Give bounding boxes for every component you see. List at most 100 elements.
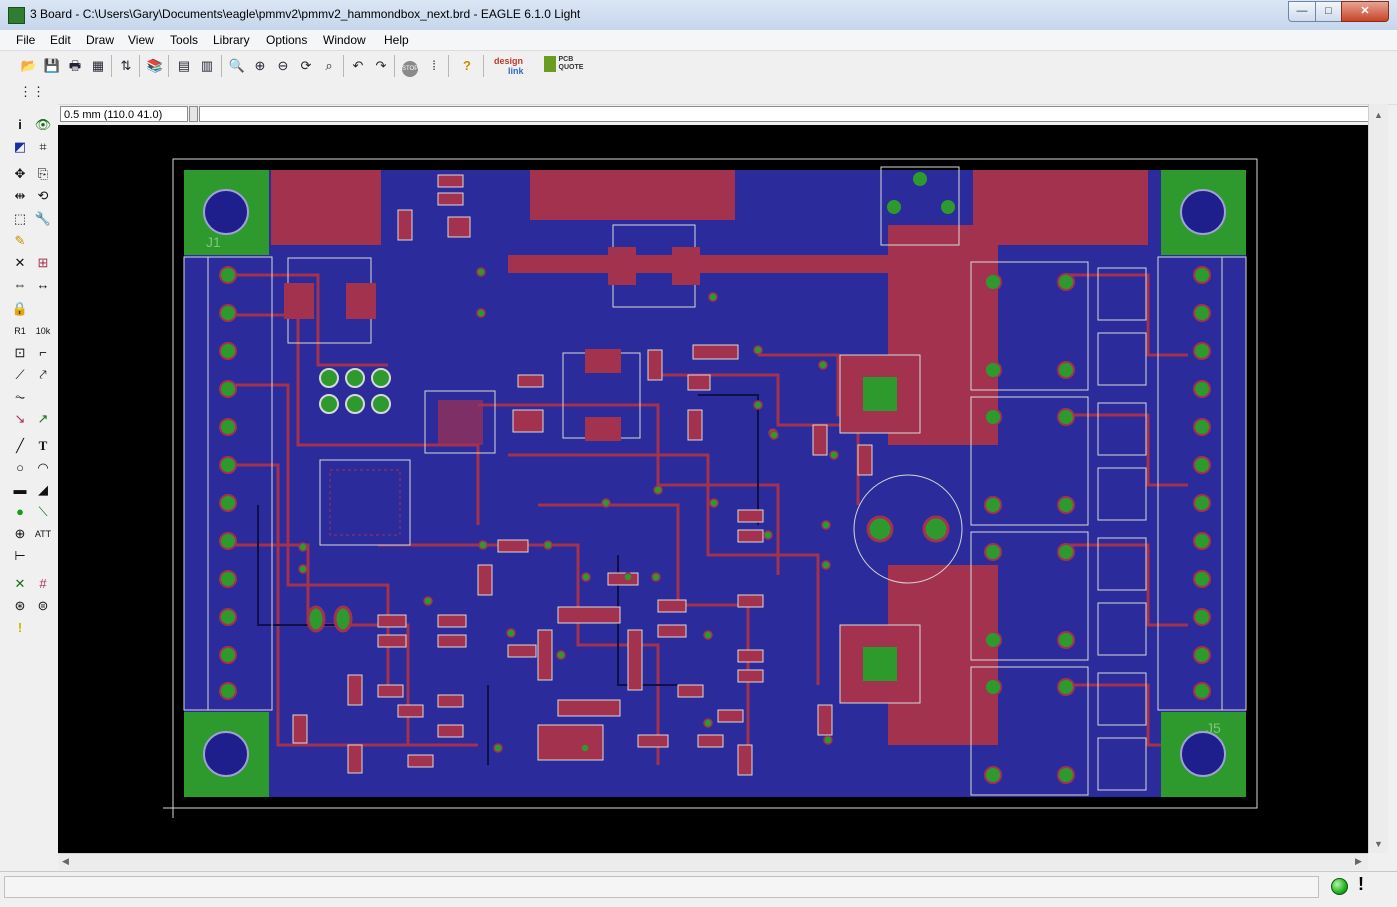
undo-icon[interactable]: ↶: [352, 58, 364, 73]
dimension-icon[interactable]: ⊢: [14, 548, 26, 563]
wire-icon[interactable]: ╱: [16, 438, 24, 453]
minimize-button[interactable]: —: [1288, 1, 1316, 22]
show-icon[interactable]: 👁: [34, 117, 52, 132]
pcb-quote-logo[interactable]: PCB QUOTE: [544, 56, 583, 72]
menu-library[interactable]: Library: [213, 33, 250, 47]
coordinate-display: 0.5 mm (110.0 41.0): [60, 106, 188, 122]
circle-icon[interactable]: ○: [16, 460, 24, 475]
via-icon[interactable]: ●: [16, 504, 24, 519]
menu-draw[interactable]: Draw: [86, 33, 115, 47]
vertical-scrollbar[interactable]: ▲ ▼: [1368, 104, 1388, 853]
board-canvas[interactable]: J1 J5: [58, 125, 1368, 853]
copy-icon[interactable]: ⎘: [37, 166, 49, 181]
menu-tools[interactable]: Tools: [170, 33, 199, 47]
cam-icon[interactable]: ▦: [91, 58, 105, 73]
stop-icon[interactable]: STOP: [400, 56, 420, 77]
help-icon[interactable]: ?: [463, 58, 471, 73]
connector-label-j1: J1: [206, 234, 221, 250]
top-copper-zone-bridge: [530, 170, 735, 220]
text-icon[interactable]: T: [38, 438, 48, 453]
menu-file[interactable]: File: [16, 33, 36, 47]
route-icon[interactable]: ↘: [14, 411, 26, 426]
drc-icon[interactable]: ⊜: [37, 598, 49, 613]
zoom-redraw-icon[interactable]: ⟳: [300, 58, 312, 73]
board-switch-icon[interactable]: ⇅: [120, 58, 132, 73]
mirror-icon[interactable]: ⇹: [14, 188, 26, 203]
change-icon[interactable]: 🔧: [34, 211, 52, 226]
zoom-in-icon[interactable]: ⊕: [254, 58, 266, 73]
auto-icon[interactable]: #: [39, 576, 47, 591]
stop-status-icon[interactable]: !: [1358, 874, 1364, 894]
smash-icon[interactable]: R1: [14, 326, 26, 336]
polygon-icon[interactable]: ◢: [38, 482, 48, 497]
maximize-button[interactable]: □: [1315, 1, 1342, 22]
info-icon[interactable]: i: [18, 117, 22, 132]
rectangle-icon[interactable]: ▬: [13, 482, 27, 497]
power-switch-blocks: [970, 261, 1089, 796]
miter-icon[interactable]: ⊡: [14, 345, 26, 360]
delete-icon[interactable]: ✕: [14, 255, 26, 270]
errors-icon[interactable]: !: [17, 620, 23, 635]
hole-icon[interactable]: ⊕: [14, 526, 26, 541]
menu-options[interactable]: Options: [266, 33, 308, 47]
driver-ic-2: [839, 624, 921, 704]
group-icon[interactable]: ⬚: [13, 211, 27, 226]
coordinate-display-dropdown[interactable]: [189, 106, 198, 122]
zoom-select-icon[interactable]: ⌕: [325, 58, 333, 73]
designlink-logo[interactable]: design link: [494, 56, 524, 76]
library-icon[interactable]: 📚: [146, 58, 164, 73]
close-button[interactable]: ✕: [1341, 1, 1389, 22]
capacitor-column: [1097, 267, 1147, 791]
add-icon[interactable]: ⊞: [37, 255, 49, 270]
scroll-left-icon[interactable]: ◀: [62, 856, 69, 866]
zoom-out-icon[interactable]: ⊖: [277, 58, 289, 73]
meander-icon[interactable]: ⤤: [39, 367, 47, 382]
print-icon[interactable]: 🖶: [68, 58, 82, 73]
script-icon[interactable]: ▤: [177, 58, 191, 73]
voltage-regulator: [562, 349, 641, 441]
power-switch-pads: [984, 273, 1075, 784]
microcontroller: [319, 459, 411, 546]
save-icon[interactable]: 💾: [43, 58, 61, 73]
status-bar: [0, 871, 1397, 902]
lock-icon[interactable]: 🔒: [11, 301, 29, 316]
optimize-icon[interactable]: ⟋: [15, 367, 25, 382]
signal-icon[interactable]: ⟍: [38, 504, 48, 519]
move-icon[interactable]: ✥: [14, 166, 26, 181]
ripup-icon[interactable]: ↗: [37, 411, 49, 426]
grid-icon[interactable]: ⋮⋮: [19, 84, 45, 99]
open-icon[interactable]: 📂: [20, 58, 38, 73]
electrolytic-capacitor: [853, 474, 963, 584]
menu-edit[interactable]: Edit: [50, 33, 71, 47]
arc-icon[interactable]: ◠: [37, 460, 49, 475]
scroll-right-icon[interactable]: ▶: [1355, 856, 1362, 866]
title-bar: 3 Board - C:\Users\Gary\Documents\eagle\…: [0, 0, 1397, 31]
command-line-input[interactable]: [199, 106, 1387, 122]
paste-icon[interactable]: ✎: [14, 233, 26, 248]
split-wire-icon[interactable]: ⌐: [39, 345, 47, 360]
horizontal-scrollbar[interactable]: ◀ ▶: [58, 853, 1368, 870]
attribute-icon[interactable]: ATT: [34, 529, 52, 539]
display-icon[interactable]: ◩: [13, 139, 27, 154]
redo-icon[interactable]: ↷: [375, 58, 387, 73]
rotate-icon[interactable]: ⟲: [37, 188, 49, 203]
name-icon[interactable]: ⇔: [13, 277, 27, 292]
zoom-fit-icon[interactable]: 🔍: [228, 58, 246, 73]
menu-window[interactable]: Window: [323, 33, 366, 47]
go-icon[interactable]: ⁞: [432, 58, 436, 73]
erc-icon[interactable]: ⊛: [14, 598, 26, 613]
menu-help[interactable]: Help: [384, 33, 409, 47]
menu-view[interactable]: View: [128, 33, 154, 47]
run-icon[interactable]: ▥: [200, 58, 214, 73]
top-copper-bus-right: [888, 225, 998, 325]
ratsnest-icon[interactable]: ✕: [14, 576, 26, 591]
split-icon[interactable]: 10k: [35, 326, 51, 336]
scroll-down-icon[interactable]: ▼: [1374, 839, 1383, 849]
mark-icon[interactable]: ⌗: [39, 139, 47, 154]
status-message: [4, 876, 1319, 898]
wave-icon[interactable]: ⏦: [14, 389, 26, 404]
value-icon[interactable]: ↔: [36, 277, 50, 292]
go-status-icon[interactable]: [1331, 878, 1348, 895]
scroll-up-icon[interactable]: ▲: [1374, 110, 1383, 120]
eagle-app-icon: [8, 7, 25, 24]
